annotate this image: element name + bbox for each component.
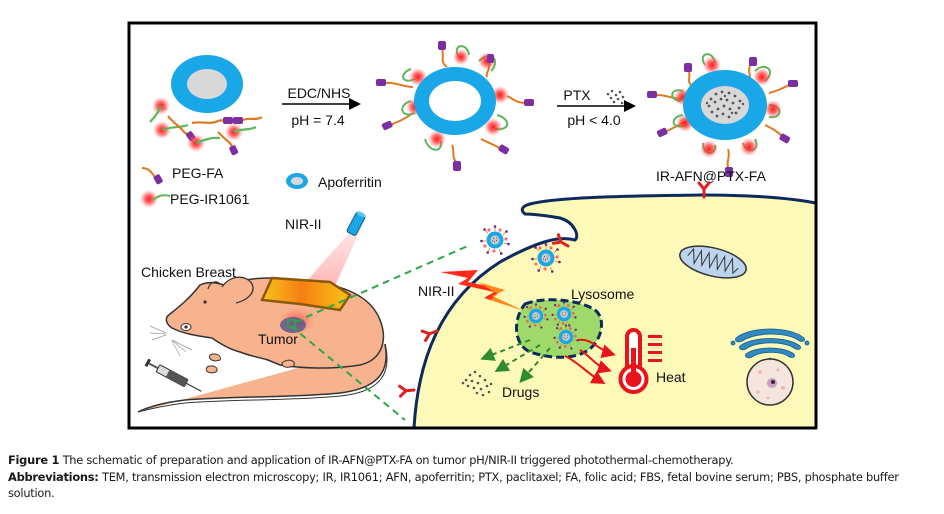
figure-description: The schematic of preparation and applica… bbox=[62, 453, 734, 467]
apoferritin-empty bbox=[171, 55, 243, 113]
legend-apoferritin-label: Apoferritin bbox=[318, 174, 382, 190]
drugs-label: Drugs bbox=[502, 384, 539, 400]
figure-number: Figure 1 bbox=[8, 453, 60, 467]
mouse-whiskers bbox=[149, 325, 193, 357]
ir-afn-ptx-fa-nanoparticle bbox=[647, 53, 798, 177]
drug-particles bbox=[461, 370, 493, 397]
lysosome bbox=[515, 298, 603, 359]
free-peg-chains bbox=[149, 97, 263, 156]
chicken-breast bbox=[260, 276, 352, 312]
syringe-icon bbox=[144, 358, 202, 392]
golgi-apparatus-icon bbox=[730, 328, 810, 363]
caption-title: Figure 1 The schematic of preparation an… bbox=[8, 452, 936, 469]
nir-laser-device-icon bbox=[346, 211, 366, 236]
lysosome-label: Lysosome bbox=[571, 286, 635, 302]
nir-laser-label: NIR-II bbox=[285, 216, 322, 232]
heat-arrows bbox=[564, 338, 616, 384]
schematic-figure: EDC/NHS pH = 7.4 bbox=[127, 21, 818, 430]
step2-reagent-label: PTX bbox=[563, 87, 591, 103]
figure-caption: Figure 1 The schematic of preparation an… bbox=[8, 452, 936, 502]
legend-peg-fa: PEG-FA bbox=[141, 165, 224, 185]
functionalized-apoferritin bbox=[376, 41, 534, 171]
legend-peg-fa-label: PEG-FA bbox=[172, 165, 224, 181]
mitochondrion-icon bbox=[679, 245, 747, 279]
heat-label: Heat bbox=[656, 369, 686, 385]
legend-apoferritin: Apoferritin bbox=[286, 173, 382, 190]
step1-reagent-label: EDC/NHS bbox=[287, 85, 350, 101]
chicken-breast-label: Chicken Breast bbox=[141, 264, 236, 280]
zoom-guide-lines bbox=[290, 244, 471, 421]
legend-peg-ir-label: PEG-IR1061 bbox=[170, 191, 250, 207]
legend-peg-ir1061: PEG-IR1061 bbox=[140, 190, 250, 208]
tumor-label: Tumor bbox=[258, 331, 298, 347]
drug-release-arrows bbox=[480, 339, 551, 384]
mouse-ear bbox=[221, 276, 254, 304]
schematic-svg: EDC/NHS pH = 7.4 bbox=[127, 21, 818, 430]
nucleus-icon bbox=[746, 358, 794, 406]
step1-condition-label: pH = 7.4 bbox=[291, 112, 345, 128]
caption-abbreviations: Abbreviations: TEM, transmission electro… bbox=[8, 469, 936, 502]
thermometer-icon bbox=[618, 328, 662, 394]
ptx-particles-icon bbox=[606, 89, 625, 105]
abbreviations-text: TEM, transmission electron microscopy; I… bbox=[8, 469, 899, 501]
nir-cell-label: NIR-II bbox=[418, 283, 455, 299]
product-label: IR-AFN@PTX-FA bbox=[656, 168, 767, 184]
abbreviations-label: Abbreviations: bbox=[8, 469, 99, 484]
step2-condition-label: pH < 4.0 bbox=[567, 112, 621, 128]
